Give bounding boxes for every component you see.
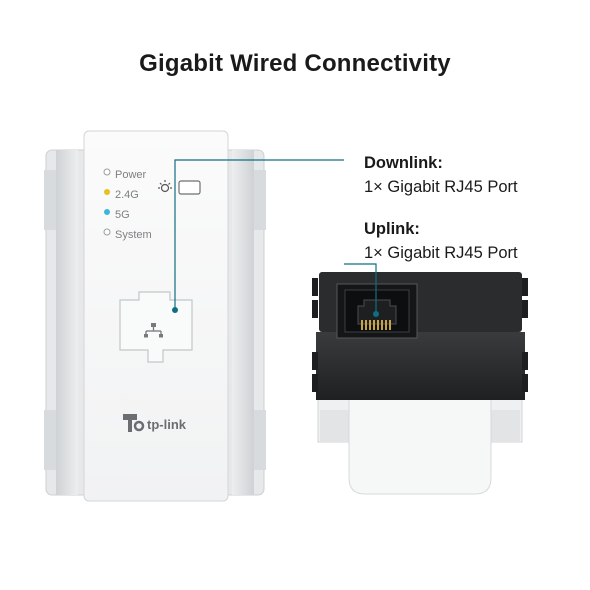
uplink-heading: Uplink:: [364, 220, 420, 238]
led-label-list: Power 2.4G 5G System: [115, 165, 152, 245]
frame-tab: [254, 410, 266, 470]
back-tab-right: [488, 410, 520, 442]
access-point-front: [44, 130, 266, 502]
downlink-callout: Downlink: 1× Gigabit RJ45 Port: [364, 151, 518, 199]
rj45-port-icon[interactable]: [336, 283, 418, 339]
led-light-icon: [158, 180, 172, 193]
downlink-detail: 1× Gigabit RJ45 Port: [364, 178, 518, 196]
power-led: [103, 168, 111, 176]
rib: [522, 300, 528, 318]
back-box: [348, 391, 492, 495]
ethernet-network-icon: [144, 323, 163, 338]
rib: [312, 300, 318, 318]
rib: [522, 352, 528, 370]
back-housing-bottom: [316, 332, 525, 400]
uplink-callout-line: [344, 263, 379, 317]
frame-tab: [44, 410, 56, 470]
system-led: [103, 228, 111, 236]
frame-right-rail: [232, 150, 254, 495]
2g-led: [104, 189, 110, 195]
brand-logo-text: tp-link: [147, 417, 186, 432]
5g-led: [104, 209, 110, 215]
uplink-callout: Uplink: 1× Gigabit RJ45 Port: [364, 217, 518, 265]
led-button[interactable]: [178, 180, 201, 195]
rib: [312, 374, 318, 392]
frame-left-rail: [56, 150, 78, 495]
frame-tab: [254, 170, 266, 230]
uplink-detail: 1× Gigabit RJ45 Port: [364, 244, 518, 262]
downlink-callout-line: [172, 159, 344, 313]
led-label-system: System: [115, 229, 152, 241]
tp-link-logo-icon: [123, 414, 145, 432]
frame-tab: [44, 170, 56, 230]
access-point-back: [312, 272, 528, 495]
led-label-power: Power: [115, 169, 147, 181]
led-label-5g: 5G: [115, 209, 130, 221]
rib: [522, 278, 528, 296]
page-title: Gigabit Wired Connectivity: [139, 50, 451, 77]
back-tab-left: [320, 410, 352, 442]
rib: [522, 374, 528, 392]
led-label-2g: 2.4G: [115, 189, 139, 201]
rib: [312, 352, 318, 370]
rib: [312, 278, 318, 296]
downlink-heading: Downlink:: [364, 154, 443, 172]
